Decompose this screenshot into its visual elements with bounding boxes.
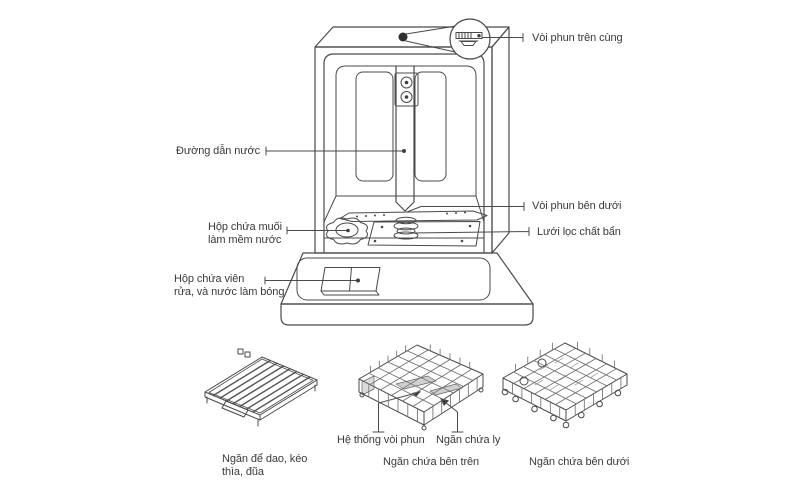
label-cup-holder: Ngăn chứa ly — [436, 434, 501, 446]
caption-upper-rack: Ngăn chứa bên trên — [383, 456, 480, 468]
dirt-filter-drawing — [367, 216, 481, 247]
label-detergent-dispenser: Hộp chứa viên rửa, và nước làm bóng — [174, 273, 285, 298]
water-supply-duct-drawing — [394, 65, 419, 212]
lower-rack-drawing — [501, 341, 628, 429]
label-spray-system: Hệ thống vòi phun — [337, 434, 425, 446]
cutlery-tray-drawing — [204, 348, 318, 427]
label-lower-spray-arm: Vòi phun bên dưới — [532, 200, 622, 212]
label-salt-container: Hộp chứa muối làm mềm nước — [208, 221, 282, 246]
open-door-drawing — [280, 252, 534, 326]
label-top-spray-arm: Vòi phun trên cùng — [532, 32, 623, 44]
label-dirt-filter: Lưới lọc chất bẩn — [537, 226, 621, 238]
callout-lines — [264, 33, 530, 433]
lower-spray-arm-drawing — [339, 210, 488, 222]
detergent-dispenser-drawing — [320, 267, 381, 296]
label-water-supply-line: Đường dẫn nước — [175, 145, 260, 157]
caption-lower-rack: Ngăn chứa bên dưới — [529, 456, 630, 468]
upper-rack-drawing — [358, 344, 484, 431]
top-spray-magnifier-drawing — [398, 18, 491, 60]
caption-cutlery-tray: Ngăn để dao, kéo thìa, đũa — [222, 453, 308, 478]
